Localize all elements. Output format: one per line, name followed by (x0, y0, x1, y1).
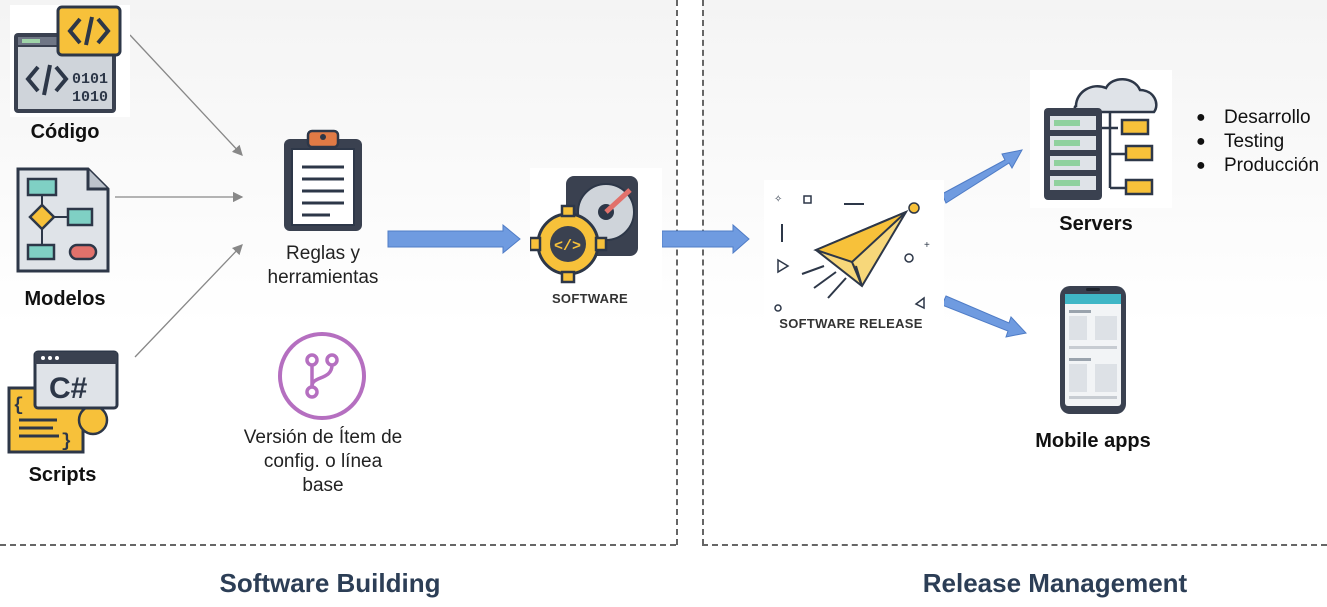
env-item: Producción (1196, 154, 1319, 178)
version-label-line1: Versión de Ítem de (243, 427, 403, 448)
rules-label-line2: herramientas (267, 267, 379, 288)
svg-text:✧: ✧ (774, 194, 782, 205)
software-label: SOFTWARE (551, 291, 629, 306)
flowchart-icon (16, 167, 110, 273)
clipboard-icon (284, 129, 362, 231)
divider-left (676, 0, 678, 545)
server-cloud-icon (1030, 70, 1172, 208)
software-building-title: Software Building (219, 568, 441, 598)
mobile-apps-label: Mobile apps (1035, 430, 1151, 452)
script-connector (134, 244, 243, 358)
env-item: Testing (1196, 130, 1319, 154)
svg-text:{: { (13, 396, 24, 416)
mobile-phone-icon (1060, 286, 1126, 414)
code-icon: 0101 1010 (10, 5, 130, 117)
paper-plane-icon: ✧ + (764, 180, 944, 320)
arrow-rules-to-software (387, 223, 521, 255)
svg-text:+: + (924, 240, 930, 251)
software-gear-icon: </> (530, 168, 662, 290)
svg-text:C#: C# (49, 372, 88, 405)
svg-text:1010: 1010 (72, 89, 108, 106)
divider-right (702, 0, 704, 545)
svg-text:</>: </> (554, 238, 581, 255)
version-label-line3: base (302, 475, 344, 496)
software-release-label: SOFTWARE RELEASE (779, 316, 923, 331)
rules-label-line1: Reglas y (286, 243, 360, 264)
codigo-label: Código (30, 121, 100, 143)
env-item: Desarrollo (1196, 106, 1319, 130)
arrow-software-to-release (661, 223, 750, 255)
arrow-release-to-mobile (941, 295, 1027, 338)
environment-list: Desarrollo Testing Producción (1196, 106, 1319, 178)
svg-text:0101: 0101 (72, 71, 108, 88)
code-connector (129, 34, 243, 156)
servers-label: Servers (1059, 213, 1133, 235)
arrow-release-to-servers (941, 149, 1023, 204)
divider-bottom-right (702, 544, 1327, 546)
version-label-line2: config. o línea (263, 451, 383, 472)
modelos-label: Modelos (24, 288, 106, 310)
svg-text:}: } (61, 432, 72, 452)
release-management-title: Release Management (922, 568, 1188, 598)
script-icon: { } C# (7, 350, 119, 454)
git-branch-icon (278, 332, 366, 420)
divider-bottom-left (0, 544, 676, 546)
scripts-label: Scripts (28, 464, 97, 486)
